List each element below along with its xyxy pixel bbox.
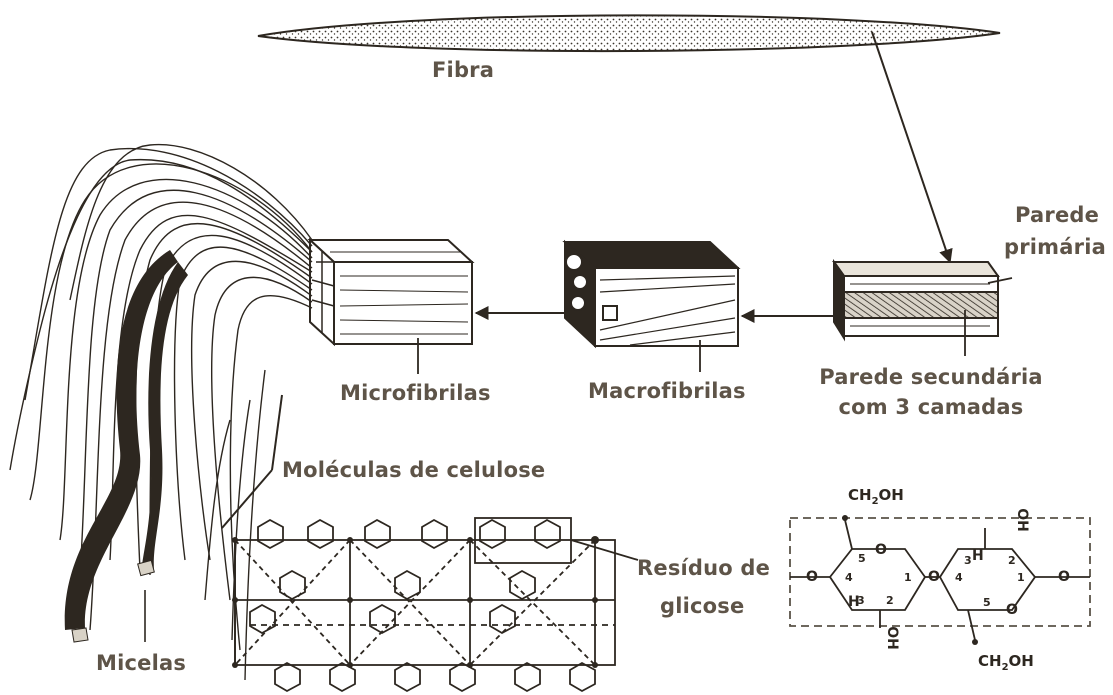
h-ring2: H <box>972 548 984 564</box>
label-parede-primaria-1: Parede <box>1015 202 1099 228</box>
label-fibra: Fibra <box>432 57 494 83</box>
ring-num-5a: 5 <box>858 552 866 565</box>
oxygen-ring2: O <box>1006 602 1018 618</box>
ring-num-1b: 1 <box>1017 571 1025 584</box>
label-micelas: Micelas <box>96 650 186 676</box>
ch2oh-top-ch: CH <box>848 486 872 504</box>
lattice-nodes <box>232 536 599 668</box>
oh-bottom-left: OH <box>884 626 900 650</box>
label-residuo-2: glicose <box>660 593 744 619</box>
label-parede-secundaria-2: com 3 camadas <box>816 394 1046 420</box>
microfibril-block <box>310 240 472 344</box>
oxygen-left: O <box>806 569 818 585</box>
fiber-shape <box>258 15 1000 51</box>
oh-top-right: OH <box>1014 508 1030 532</box>
ring-num-4b: 4 <box>955 571 963 584</box>
label-residuo-1: Resíduo de <box>637 555 770 581</box>
ring-num-5b: 5 <box>983 596 991 609</box>
ch2oh-bottom-ch: CH <box>978 652 1002 670</box>
ring-num-4a: 4 <box>845 571 853 584</box>
ch2oh-top-sub: 2 <box>872 496 879 507</box>
ring-num-2a: 2 <box>886 594 894 607</box>
ring-num-3b: 3 <box>964 554 972 567</box>
ch2oh-bottom-oh: OH <box>1009 652 1034 670</box>
oxygen-ring1: O <box>875 542 887 558</box>
label-microfibrilas: Microfibrilas <box>340 380 491 406</box>
label-parede-secundaria-1: Parede secundária <box>816 364 1046 390</box>
ring-num-1a: 1 <box>904 571 912 584</box>
ch2oh-top: CH2OH <box>848 486 904 507</box>
cell-wall-block <box>834 262 998 338</box>
label-moleculas-celulose: Moléculas de celulose <box>282 457 545 483</box>
ch2oh-bottom: CH2OH <box>978 652 1034 673</box>
label-macrofibrilas: Macrofibrilas <box>588 378 746 404</box>
cellobiose-structure <box>790 518 1090 640</box>
macrofibril-block <box>565 242 738 346</box>
glucose-residue-pointer <box>571 540 638 560</box>
ring-num-2b: 2 <box>1008 554 1016 567</box>
fiber-to-wall-arrow <box>872 32 950 262</box>
oxygen-bridge: O <box>928 569 940 585</box>
cellulose-lattice <box>235 520 615 691</box>
label-parede-primaria-2: primária <box>1004 234 1106 260</box>
ring-num-3a: 3 <box>857 594 865 607</box>
ch2oh-bottom-sub: 2 <box>1002 662 1009 673</box>
oxygen-right: O <box>1058 569 1070 585</box>
ch2oh-top-oh: OH <box>879 486 904 504</box>
micelle-ribbons <box>65 250 188 642</box>
